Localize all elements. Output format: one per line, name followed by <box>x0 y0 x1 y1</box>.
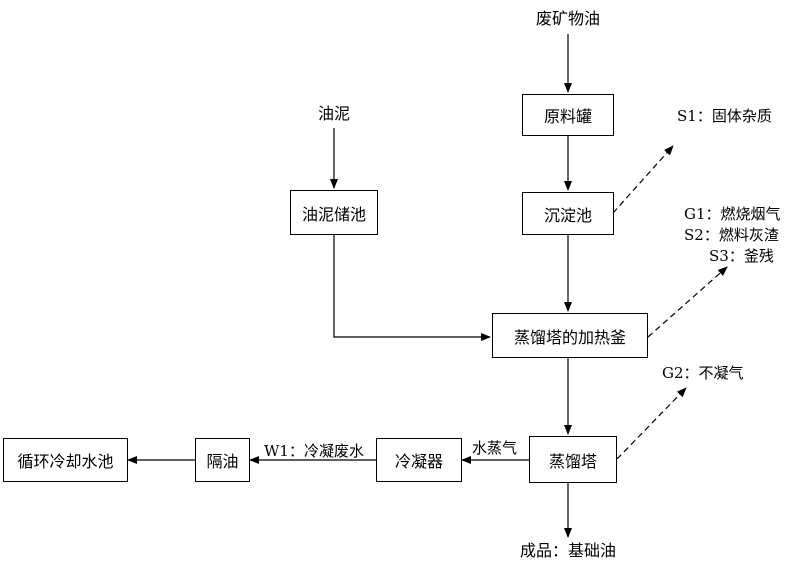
node-sludge-storage: 油泥储池 <box>290 190 378 235</box>
label-s2: S2：燃料灰渣 <box>684 226 779 244</box>
dashed-arrow-settling-to-s1 <box>612 145 674 214</box>
label-g2: G2：不凝气 <box>662 364 744 382</box>
label-waste-oil: 废矿物油 <box>535 9 601 28</box>
label-w1: W1：冷凝废水 <box>264 442 364 460</box>
arrow-storage-to-kettle <box>333 235 491 341</box>
node-cooling-pool: 循环冷却水池 <box>3 438 128 482</box>
node-distillation-tower: 蒸馏塔 <box>529 436 617 483</box>
node-heating-kettle: 蒸馏塔的加热釜 <box>492 313 648 358</box>
node-condenser: 冷凝器 <box>376 438 462 482</box>
node-raw-tank: 原料罐 <box>522 94 614 136</box>
label-s1: S1：固体杂质 <box>677 107 772 125</box>
label-product: 成品：基础油 <box>519 541 617 560</box>
dashed-arrow-kettle-to-g1 <box>647 266 728 338</box>
node-oil-separator: 隔油 <box>195 438 250 482</box>
label-g1: G1：燃烧烟气 <box>684 205 781 223</box>
label-oil-sludge: 油泥 <box>317 104 351 123</box>
label-steam: 水蒸气 <box>472 439 518 457</box>
label-s3: S3：釜残 <box>709 247 774 265</box>
node-settling-pond: 沉淀池 <box>522 192 614 235</box>
dashed-arrow-tower-to-g2 <box>616 387 687 460</box>
